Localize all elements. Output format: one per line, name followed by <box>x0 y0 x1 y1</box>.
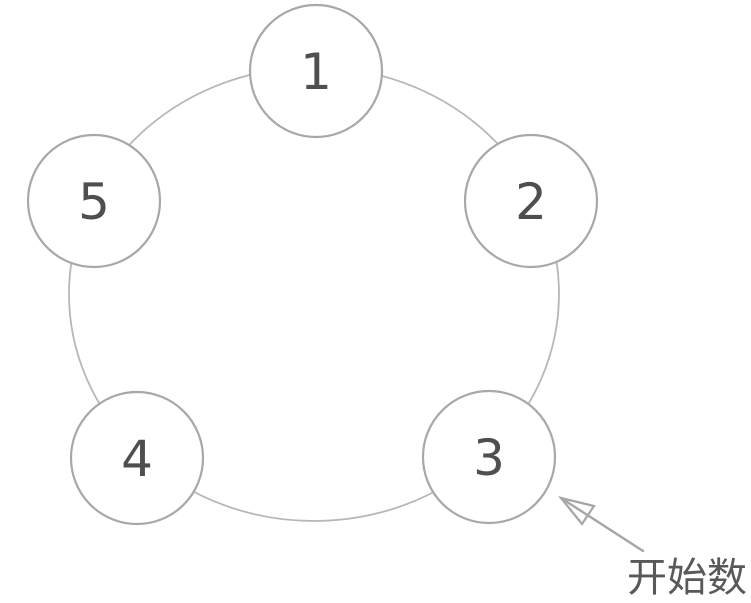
node-3-circle <box>421 389 557 525</box>
node-5-label: 5 <box>78 173 110 231</box>
node-5: 5 <box>26 133 162 269</box>
node-1-circle <box>248 3 384 139</box>
start-arrow <box>558 496 645 553</box>
node-5-circle <box>26 133 162 269</box>
node-3-label: 3 <box>473 429 505 487</box>
node-4: 4 <box>69 390 205 526</box>
node-4-label: 4 <box>121 430 153 488</box>
node-2-label: 2 <box>515 173 547 231</box>
node-4-circle <box>69 390 205 526</box>
start-arrow-shaft <box>559 496 645 553</box>
node-1-label: 1 <box>300 43 332 101</box>
node-3: 3 <box>421 389 557 525</box>
start-arrow-head-icon <box>558 496 596 526</box>
node-2-circle <box>463 133 599 269</box>
node-2: 2 <box>463 133 599 269</box>
start-annotation-label: 开始数 <box>627 555 747 601</box>
node-1: 1 <box>248 3 384 139</box>
